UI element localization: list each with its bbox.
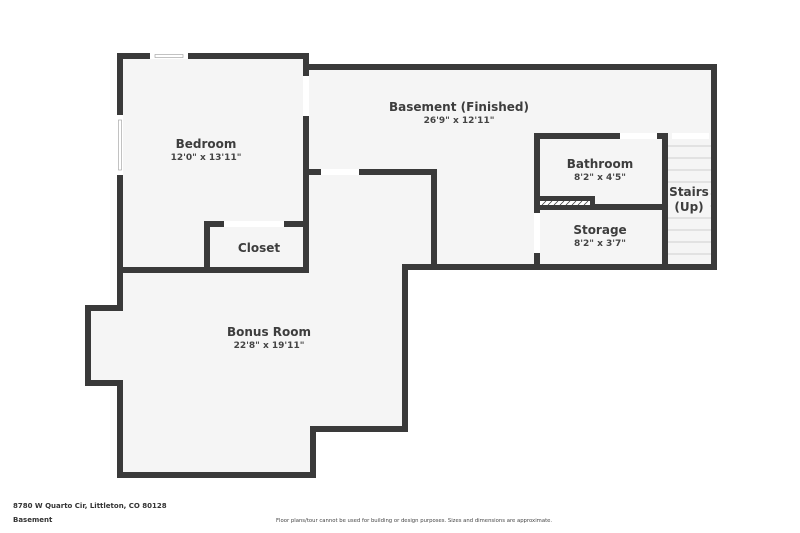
openings — [117, 53, 709, 253]
property-address: 8780 W Quarto Cir, Littleton, CO 80128 — [13, 502, 167, 510]
stairs-label: Stairs (Up) — [668, 185, 710, 215]
room-dimensions: 12'0" x 13'11" — [170, 153, 242, 163]
room-dimensions: 8'2" x 4'5" — [573, 173, 626, 183]
floor-fills — [88, 56, 714, 475]
floor-level: Basement — [13, 516, 53, 524]
room-name: Basement (Finished) — [389, 100, 529, 114]
stairs-name: Stairs — [668, 185, 710, 200]
stairs-direction: (Up) — [668, 200, 710, 215]
room-name: Storage — [573, 223, 627, 237]
room-closet: Closet — [238, 241, 280, 256]
room-bathroom: Bathroom 8'2" x 4'5" — [567, 157, 633, 184]
room-name: Bedroom — [175, 137, 237, 151]
room-dimensions: 26'9" x 12'11" — [423, 116, 495, 126]
room-bonus-room: Bonus Room 22'8" x 19'11" — [227, 325, 311, 352]
disclaimer: Floor plans/tour cannot be used for buil… — [276, 518, 553, 524]
room-storage: Storage 8'2" x 3'7" — [573, 223, 626, 250]
bathroom-fixture-hatch — [540, 200, 590, 206]
room-dimensions: 22'8" x 19'11" — [233, 341, 305, 351]
room-dimensions: 8'2" x 3'7" — [573, 239, 626, 249]
room-name: Bathroom — [566, 157, 634, 171]
room-name: Bonus Room — [226, 325, 312, 339]
room-basement-finished: Basement (Finished) 26'9" x 12'11" — [389, 100, 529, 127]
room-bedroom: Bedroom 12'0" x 13'11" — [171, 137, 242, 164]
room-name: Closet — [237, 241, 281, 255]
